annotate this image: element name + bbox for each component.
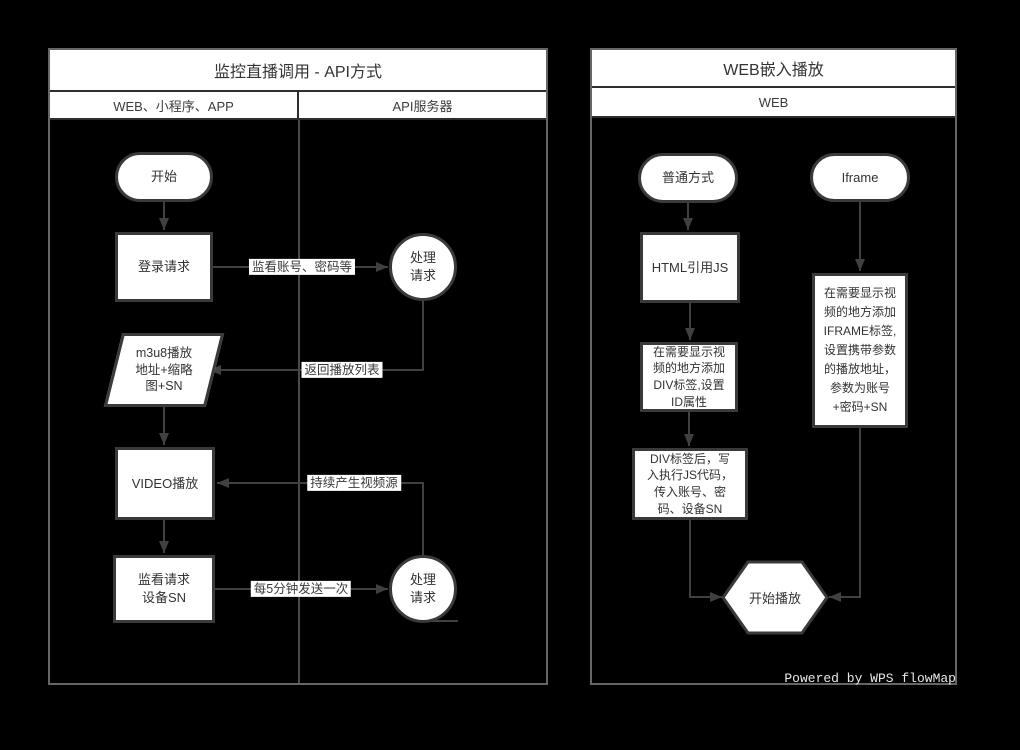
right-pool: WEB嵌入播放 WEB [590, 48, 957, 685]
node-m3u8-playlist[interactable]: m3u8播放 地址+缩略 图+SN [103, 333, 225, 407]
node-process-request-2[interactable]: 处理 请求 [389, 555, 457, 623]
edge-label-return-playlist: 返回播放列表 [301, 361, 383, 379]
edge-iframetag-to-play [829, 428, 861, 602]
edge-label-watch-account-password: 监看账号、密码等 [248, 258, 356, 276]
node-video-play[interactable]: VIDEO播放 [115, 447, 215, 520]
node-monitor-request-sn[interactable]: 监看请求 设备SN [113, 555, 215, 623]
node-start[interactable]: 开始 [115, 152, 213, 202]
left-pool: 监控直播调用 - API方式 WEB、小程序、APP API服务器 [48, 48, 548, 685]
left-pool-lane-header: WEB、小程序、APP API服务器 [50, 92, 546, 120]
edge-label-continuous-video-source: 持续产生视频源 [307, 474, 401, 492]
edge-divjs-to-play [689, 520, 722, 602]
lane-api-server-label: API服务器 [297, 92, 546, 118]
node-html-reference-js[interactable]: HTML引用JS [640, 232, 740, 303]
edge-process2-to-video [217, 478, 424, 555]
lane-web-label: WEB [758, 94, 789, 110]
right-pool-title: WEB嵌入播放 [592, 50, 955, 88]
footer-credit: Powered by WPS flowMap [784, 671, 956, 686]
node-m3u8-playlist-label: m3u8播放 地址+缩略 图+SN [135, 345, 193, 394]
right-pool-lane-header: WEB [592, 88, 955, 118]
node-normal-method[interactable]: 普通方式 [638, 153, 738, 203]
lane-web-miniapp-app-label: WEB、小程序、APP [113, 98, 234, 114]
node-iframe-method[interactable]: Iframe [810, 153, 910, 202]
left-pool-title: 监控直播调用 - API方式 [50, 50, 546, 92]
edge-process1-to-m3u8 [209, 301, 424, 375]
node-start-play-label: 开始播放 [748, 591, 801, 606]
edge-label-send-every-5-min: 每5分钟发送一次 [250, 580, 352, 598]
node-login-request[interactable]: 登录请求 [115, 232, 213, 302]
lane-divider [298, 120, 300, 683]
node-div-js-code[interactable]: DIV标签后，写 入执行JS代码， 传入账号、密 码、设备SN [632, 448, 748, 520]
node-add-iframe-tag[interactable]: 在需要显示视 频的地方添加 IFRAME标签, 设置携带参数 的播放地址， 参数… [812, 273, 908, 428]
node-add-div-tag[interactable]: 在需要显示视 频的地方添加 DIV标签,设置 ID属性 [640, 342, 738, 412]
node-process-request-1[interactable]: 处理 请求 [389, 233, 457, 301]
node-play-hexagon[interactable] [721, 560, 829, 635]
